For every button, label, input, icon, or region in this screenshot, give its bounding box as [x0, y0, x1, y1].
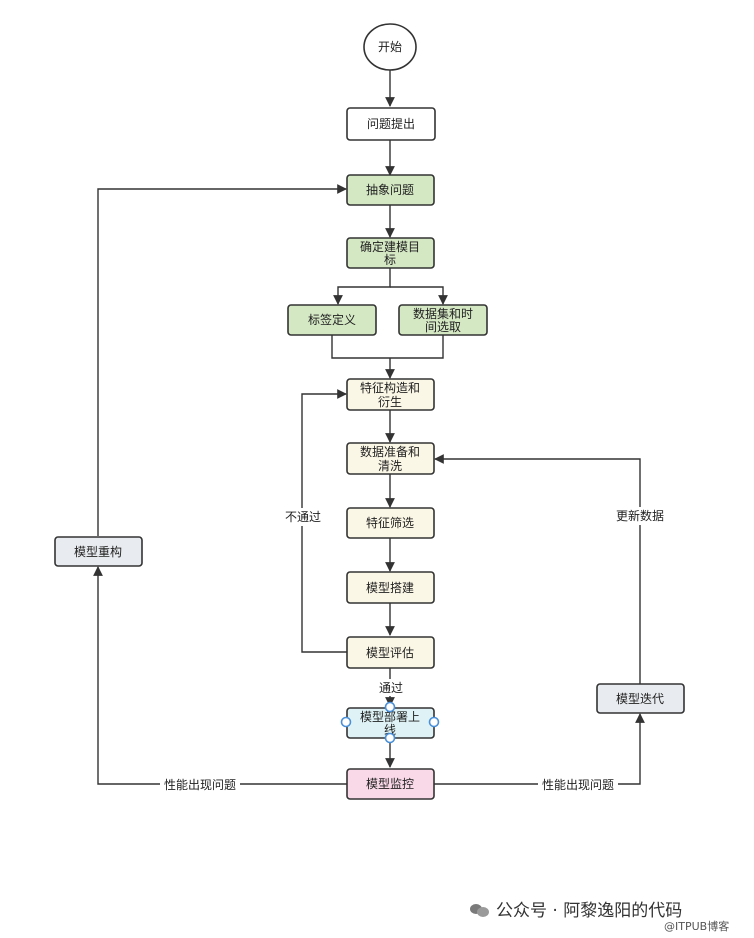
node-data-prep-label-2: 清洗 — [378, 459, 402, 473]
node-dataset-label-2: 间选取 — [425, 320, 461, 334]
feature-select-shape — [346, 507, 435, 539]
node-dataset[interactable]: 数据集和时 间选取 — [398, 304, 488, 336]
abstract-shape — [346, 174, 435, 206]
node-feature-build[interactable]: 特征构造和 衍生 — [346, 378, 435, 411]
node-feature-select-label: 特征筛选 — [366, 515, 414, 530]
monitor-shape — [346, 768, 435, 800]
problem-shape — [346, 107, 436, 141]
node-target-label-2: 标 — [384, 253, 396, 267]
node-rebuild-label: 模型重构 — [74, 544, 122, 559]
node-target[interactable]: 确定建模目 标 — [346, 237, 435, 269]
data-prep-shape — [346, 442, 435, 475]
rebuild-shape — [54, 536, 143, 567]
node-model-eval[interactable]: 模型评估 — [346, 636, 435, 669]
node-data-prep[interactable]: 数据准备和 清洗 — [346, 442, 435, 475]
node-monitor-label: 模型监控 — [366, 777, 414, 791]
edge-label-perf-right: 性能出现问题 — [542, 778, 614, 792]
node-problem-label: 问题提出 — [367, 116, 415, 131]
edge-target-labeldef — [333, 268, 391, 305]
node-iterate-label: 模型迭代 — [616, 692, 664, 706]
edge-monitor-rebuild — [93, 566, 347, 785]
label-bg-pass — [376, 679, 406, 696]
label-bg-perf-left — [160, 776, 240, 793]
node-dataset-label-1: 数据集和时 — [413, 306, 473, 321]
node-start[interactable]: 开始 — [363, 23, 417, 71]
target-shape — [346, 237, 435, 269]
edge-iterate-dataprep — [434, 454, 641, 684]
node-rebuild[interactable]: 模型重构 — [54, 536, 143, 567]
node-abstract-label: 抽象问题 — [366, 183, 414, 197]
label-bg-fail — [281, 508, 325, 526]
selection-handle-bottom[interactable] — [384, 732, 396, 744]
node-feature-build-label-1: 特征构造和 — [360, 380, 420, 395]
selection-handle-right[interactable] — [428, 716, 440, 728]
model-eval-shape — [346, 636, 435, 669]
label-def-shape — [287, 304, 377, 336]
node-label-def-label: 标签定义 — [308, 312, 356, 327]
label-bg-update — [613, 507, 667, 525]
node-model-eval-label: 模型评估 — [366, 646, 414, 660]
node-data-prep-label-1: 数据准备和 — [360, 444, 420, 459]
edge-labels: 不通过 通过 更新数据 性能出现问题 性能出现问题 — [160, 507, 667, 793]
selection-handle-top[interactable] — [384, 701, 396, 713]
node-deploy-label-2: 线 — [384, 723, 396, 737]
node-feature-select[interactable]: 特征筛选 — [346, 507, 435, 539]
watermark-text: 公众号 · 阿黎逸阳的代码 — [496, 901, 683, 921]
start-shape — [363, 23, 417, 71]
node-feature-build-label-2: 衍生 — [378, 395, 402, 409]
edge-target-dataset — [390, 286, 448, 305]
iterate-shape — [596, 683, 685, 714]
node-abstract[interactable]: 抽象问题 — [346, 174, 435, 206]
node-label-def[interactable]: 标签定义 — [287, 304, 377, 336]
dataset-shape — [398, 304, 488, 336]
credit-text: @ITPUB博客 — [664, 920, 730, 933]
edge-label-update-data: 更新数据 — [616, 508, 664, 523]
node-iterate[interactable]: 模型迭代 — [596, 683, 685, 714]
node-problem[interactable]: 问题提出 — [346, 107, 436, 141]
edge-rebuild-abstract — [97, 184, 347, 536]
label-bg-perf-right — [538, 776, 618, 793]
edge-label-pass: 通过 — [379, 681, 403, 695]
node-start-label: 开始 — [378, 40, 402, 54]
node-model-build[interactable]: 模型搭建 — [346, 571, 435, 604]
edge-label-fail: 不通过 — [285, 510, 321, 524]
edge-monitor-iterate — [434, 713, 645, 785]
node-monitor[interactable]: 模型监控 — [346, 768, 435, 800]
deploy-selection-handles[interactable] — [340, 701, 440, 744]
edge-labeldef-merge — [331, 335, 444, 359]
node-target-label-1: 确定建模目 — [360, 239, 420, 254]
wechat-icon — [470, 902, 490, 918]
selection-handle-left[interactable] — [340, 716, 352, 728]
model-build-shape — [346, 571, 435, 604]
watermark: 公众号 · 阿黎逸阳的代码 — [470, 896, 682, 921]
edge-label-perf-left: 性能出现问题 — [164, 778, 236, 792]
feature-build-shape — [346, 378, 435, 411]
node-model-build-label: 模型搭建 — [366, 581, 414, 595]
node-deploy-label-1: 模型部署上 — [360, 709, 420, 724]
